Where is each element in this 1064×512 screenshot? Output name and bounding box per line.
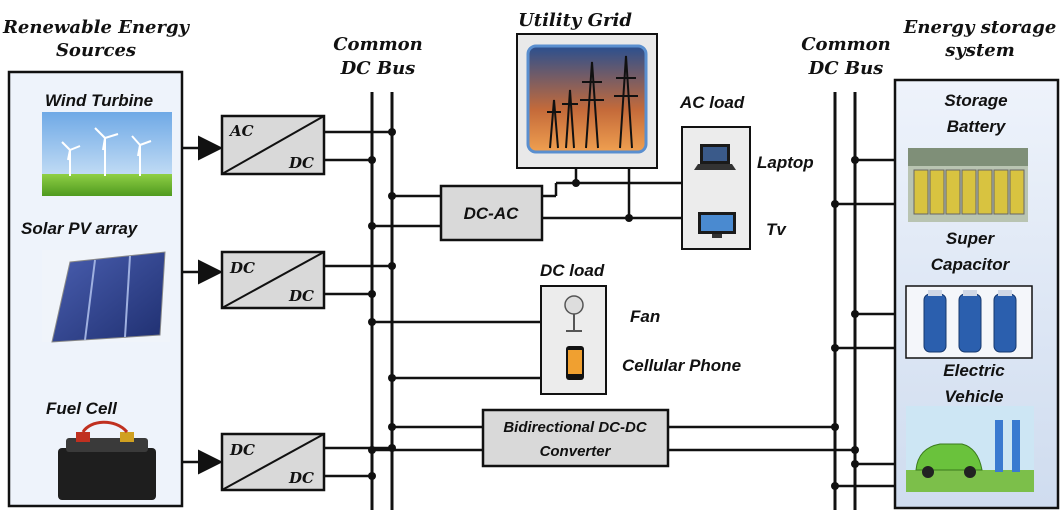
bidirectional-wires xyxy=(368,423,859,454)
conv1-bottom: DC xyxy=(288,154,314,172)
fuel-cell-label: Fuel Cell xyxy=(46,399,118,418)
tv-label: Tv xyxy=(766,220,787,239)
battery-label-line1: Storage xyxy=(944,91,1007,110)
fan-label: Fan xyxy=(630,307,660,326)
left-panel-title-line2: Sources xyxy=(56,40,136,61)
left-panel-title-line1: Renewable Energy xyxy=(2,17,191,38)
bidirectional-label-line1: Bidirectional DC-DC xyxy=(503,419,648,436)
super-capacitor-image xyxy=(905,285,1033,359)
cellular-phone-icon xyxy=(566,346,584,380)
conv1-top: AC xyxy=(228,122,254,140)
bidirectional-label-line2: Converter xyxy=(540,443,612,460)
left-bus-label-line2: DC Bus xyxy=(340,58,416,79)
conv3-bottom: DC xyxy=(288,469,314,487)
dc-dc-converter-fuel: DC DC xyxy=(220,432,326,492)
left-bus-label-line1: Common xyxy=(333,34,423,55)
right-panel-title-line1: Energy storage xyxy=(903,17,1057,38)
supercap-label-line1: Super xyxy=(946,229,996,248)
fan-icon xyxy=(564,295,584,332)
dc-ac-inverter xyxy=(439,184,544,242)
fuel-cell-image xyxy=(58,420,156,500)
right-bus-label-line1: Common xyxy=(801,34,891,55)
utility-grid-label: Utility Grid xyxy=(518,10,632,31)
cellular-phone-label: Cellular Phone xyxy=(622,356,741,375)
dc-ac-label: DC-AC xyxy=(464,204,519,223)
conv2-bottom: DC xyxy=(288,287,314,305)
bidirectional-converter xyxy=(481,408,670,468)
conv2-top: DC xyxy=(229,259,255,277)
ac-dc-converter: AC DC xyxy=(220,114,326,176)
storage-bus-wires xyxy=(831,156,895,490)
conv3-top: DC xyxy=(229,441,255,459)
tv-icon xyxy=(698,212,736,238)
laptop-label: Laptop xyxy=(757,153,814,172)
ev-label-line1: Electric xyxy=(943,361,1005,380)
ac-load-title: AC load xyxy=(679,93,745,112)
dc-load-wires xyxy=(368,318,541,382)
supercap-label-line2: Capacitor xyxy=(931,255,1011,274)
electric-vehicle-image xyxy=(906,406,1034,492)
storage-battery-image xyxy=(908,148,1028,222)
inverter-wires xyxy=(368,168,683,230)
dc-dc-converter-solar: DC DC xyxy=(220,250,326,310)
right-panel-title-line2: system xyxy=(944,40,1015,61)
wind-turbine-label: Wind Turbine xyxy=(45,91,153,110)
right-bus-label-line2: DC Bus xyxy=(808,58,884,79)
utility-grid-image xyxy=(516,33,658,169)
laptop-icon xyxy=(694,144,736,170)
solar-pv-image xyxy=(42,250,170,343)
solar-pv-label: Solar PV array xyxy=(21,219,139,238)
battery-label-line2: Battery xyxy=(947,117,1007,136)
ev-label-line2: Vehicle xyxy=(945,387,1004,406)
dc-load-title: DC load xyxy=(540,261,605,280)
wind-turbine-image xyxy=(42,112,172,196)
converter-bus-wires xyxy=(324,128,396,480)
